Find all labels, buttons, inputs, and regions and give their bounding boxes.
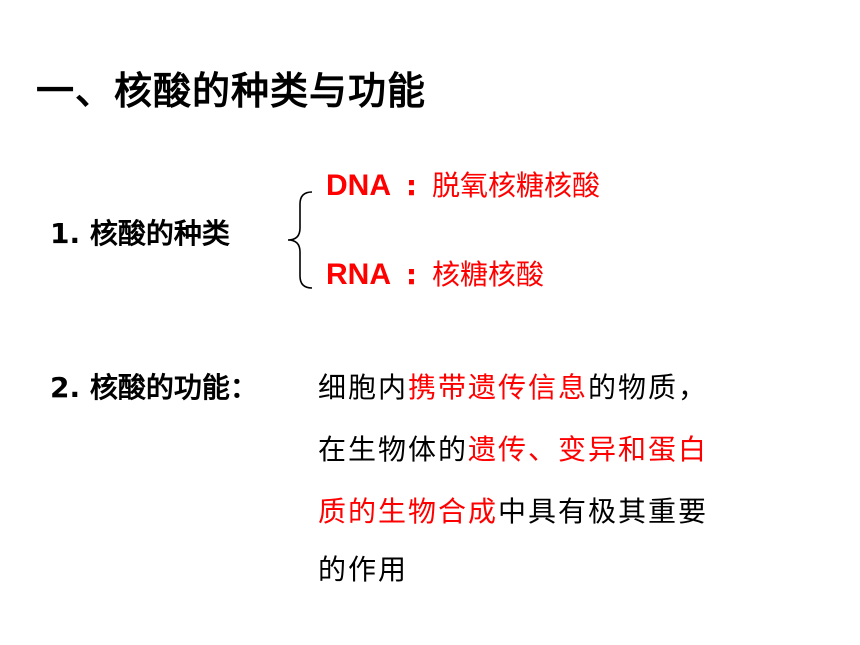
function-line-2: 在生物体的遗传、变异和蛋白 (318, 428, 708, 468)
function-text: 的作用 (318, 553, 409, 586)
section2-label: 2. 核酸的功能： (50, 371, 258, 404)
left-brace-icon (287, 191, 313, 289)
function-line-3: 质的生物合成中具有极其重要 (318, 490, 708, 530)
function-text: 的物质， (588, 371, 709, 404)
function-highlight: 质的生物合成 (318, 495, 499, 528)
nucleic-type-dna: DNA : 脱氧核糖核酸 (326, 164, 600, 204)
slide-title: 一、核酸的种类与功能 (36, 69, 427, 113)
type-abbr: RNA (326, 258, 391, 291)
nucleic-type-rna: RNA : 核糖核酸 (326, 253, 544, 293)
function-highlight: 遗传、变异和蛋白 (468, 433, 709, 466)
type-separator: : (405, 169, 418, 202)
section1-label: 1. 核酸的种类 (50, 217, 230, 250)
function-line-4: 的作用 (318, 548, 408, 588)
type-abbr: DNA (326, 169, 391, 202)
type-full-name: 脱氧核糖核酸 (432, 169, 601, 202)
function-text: 在生物体的 (318, 433, 469, 466)
type-full-name: 核糖核酸 (432, 258, 545, 291)
function-line-1: 细胞内携带遗传信息的物质， (318, 366, 708, 406)
function-highlight: 携带遗传信息 (408, 371, 589, 404)
function-text: 细胞内 (318, 371, 409, 404)
function-text: 中具有极其重要 (498, 495, 709, 528)
type-separator: : (405, 258, 418, 291)
